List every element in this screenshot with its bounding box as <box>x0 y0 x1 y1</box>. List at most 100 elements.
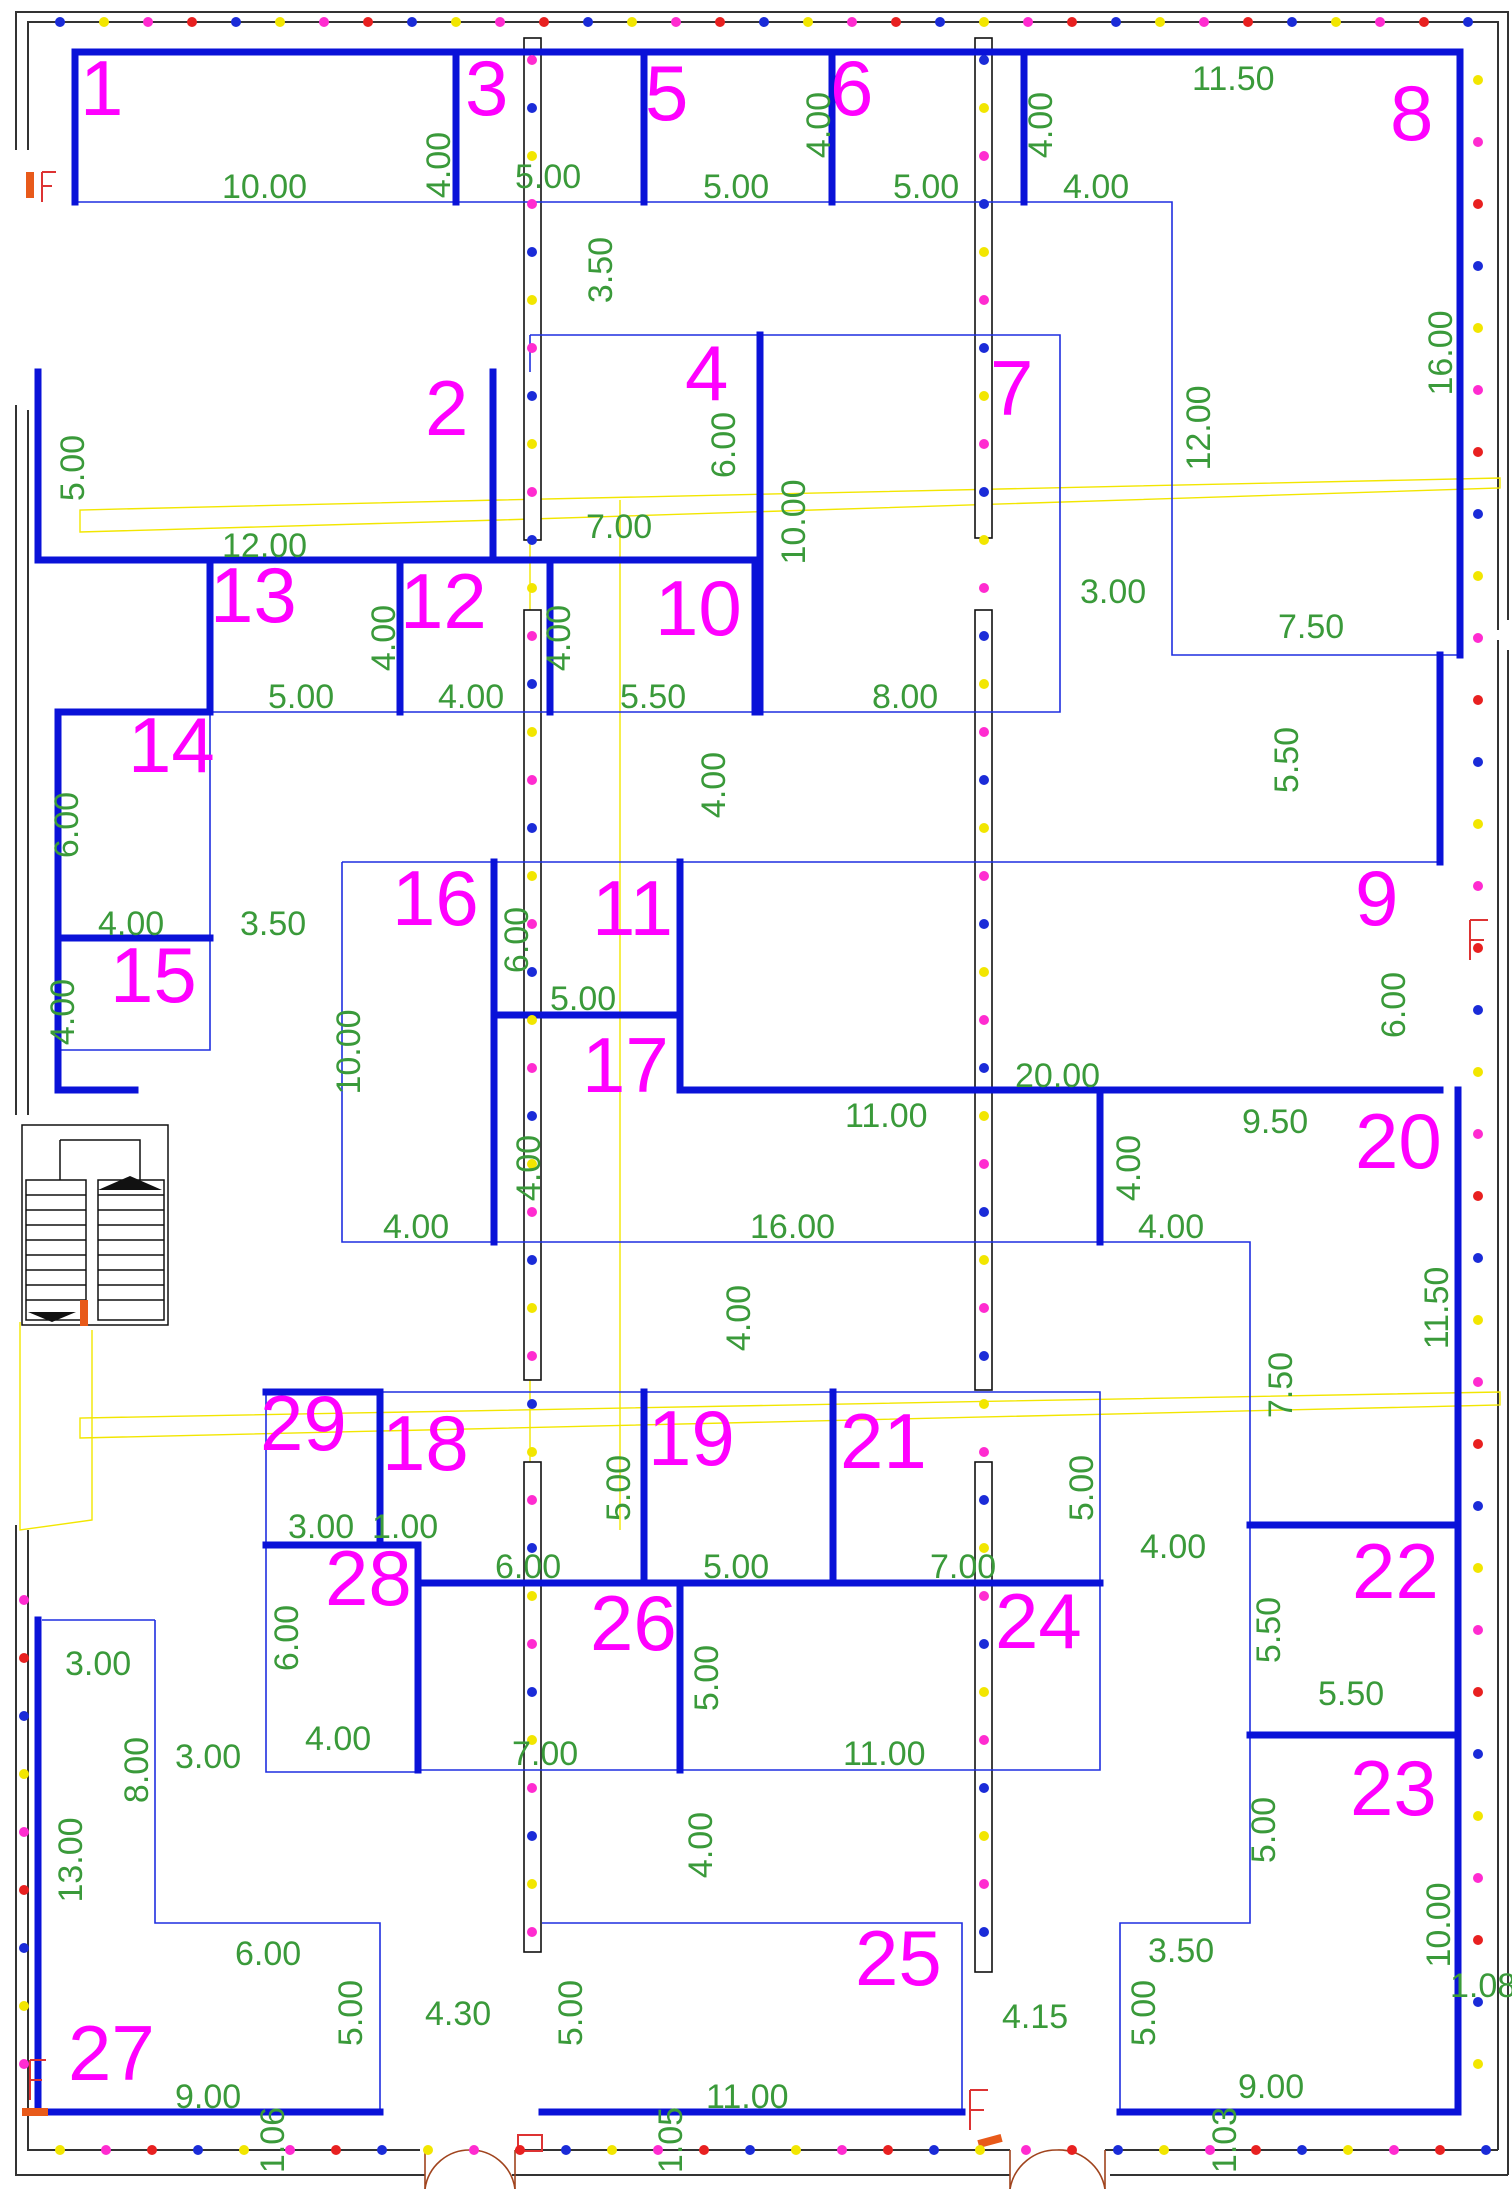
dimension-label: 7.50 <box>1278 608 1344 646</box>
fixture-dot <box>527 583 537 593</box>
fixture-dot <box>1473 819 1483 829</box>
fixture-dot <box>331 2145 341 2155</box>
booth-number: 2 <box>425 364 468 452</box>
fixture-dot <box>1159 2145 1169 2155</box>
dimension-label: 4.00 <box>1022 92 1060 158</box>
dimension-label: 6.00 <box>48 792 86 858</box>
dimension-label: 4.00 <box>305 1720 371 1758</box>
fixture-dot <box>527 1495 537 1505</box>
booth-number: 9 <box>1355 854 1398 942</box>
dimension-label: 3.00 <box>65 1645 131 1683</box>
fixture-dot <box>527 55 537 65</box>
fixture-dot <box>1473 2059 1483 2069</box>
fixture-dot <box>1473 1253 1483 1263</box>
fixture-dot <box>1473 1563 1483 1573</box>
fixture-dot <box>101 2145 111 2155</box>
fixture-dot <box>979 1207 989 1217</box>
dimension-label: 4.00 <box>1110 1135 1148 1201</box>
fixture-dot <box>1435 2145 1445 2155</box>
fixture-dot <box>979 775 989 785</box>
fixture-dot <box>527 151 537 161</box>
fixture-dot <box>527 1111 537 1121</box>
fixture-dot <box>143 17 153 27</box>
dimension-label: 1.08 <box>1450 1967 1512 2005</box>
dimension-label: 5.00 <box>515 158 581 196</box>
fixture-dot <box>979 391 989 401</box>
fixture-dot <box>979 1159 989 1169</box>
fixture-dot <box>1473 1811 1483 1821</box>
fixture-dot <box>539 17 549 27</box>
dimension-label: 1.00 <box>372 1508 438 1546</box>
fixture-dot <box>1287 17 1297 27</box>
fixture-dot <box>495 17 505 27</box>
dimension-label: 6.00 <box>1375 972 1413 1038</box>
booth-number: 3 <box>465 44 508 132</box>
fixture-dot <box>1473 1439 1483 1449</box>
fixture-dot <box>1473 757 1483 767</box>
dimension-label: 12.00 <box>222 527 307 565</box>
booth-number: 5 <box>645 49 688 137</box>
fixture-dot <box>847 17 857 27</box>
fixture-dot <box>527 775 537 785</box>
fixture-dot <box>527 1351 537 1361</box>
fixture-dot <box>527 727 537 737</box>
fixture-dot <box>407 17 417 27</box>
dimension-label: 5.00 <box>332 1980 370 2046</box>
fixture-dot <box>1473 1129 1483 1139</box>
booth-number: 24 <box>995 1577 1082 1665</box>
dimension-label: 10.00 <box>222 168 307 206</box>
fixture-dot <box>147 2145 157 2155</box>
dimension-label: 4.00 <box>540 605 578 671</box>
fixture-dot <box>979 535 989 545</box>
dimension-label: 3.50 <box>582 237 620 303</box>
dimension-label: 5.00 <box>552 1980 590 2046</box>
fixture-dot <box>527 1783 537 1793</box>
booth-number: 18 <box>382 1399 469 1487</box>
dimension-label: 3.00 <box>288 1508 354 1546</box>
dimension-label: 5.00 <box>1063 1455 1101 1521</box>
fixture-dot <box>979 1063 989 1073</box>
booth-number: 6 <box>830 44 873 132</box>
booth-number: 20 <box>1355 1097 1442 1185</box>
fixture-dot <box>527 1207 537 1217</box>
fixture-dot <box>99 17 109 27</box>
dimension-label: 6.00 <box>498 907 536 973</box>
fixture-dot <box>527 679 537 689</box>
fixture-dot <box>979 967 989 977</box>
fixture-dot <box>979 1447 989 1457</box>
fixture-dot <box>979 439 989 449</box>
dimension-label: 4.00 <box>1063 168 1129 206</box>
booth-number: 28 <box>325 1534 412 1622</box>
fixture-dot <box>527 1159 537 1169</box>
dimension-label: 4.00 <box>682 1812 720 1878</box>
fixture-dot <box>1067 17 1077 27</box>
fixture-dot <box>527 1687 537 1697</box>
fixture-dot <box>1021 2145 1031 2155</box>
fixture-dot <box>1473 1873 1483 1883</box>
dimension-label: 12.00 <box>1180 385 1218 470</box>
fixture-dot <box>1375 17 1385 27</box>
fixture-dot <box>527 1879 537 1889</box>
fixture-dot <box>1199 17 1209 27</box>
fixture-dot <box>979 631 989 641</box>
fixture-dot <box>319 17 329 27</box>
dimension-label: 4.00 <box>438 678 504 716</box>
fixture-dot <box>19 1653 29 1663</box>
booth-walls <box>34 48 1464 2116</box>
dimension-label: 8.00 <box>118 1737 156 1803</box>
fixture-dot <box>891 17 901 27</box>
fixture-dot <box>1473 447 1483 457</box>
fixture-dot <box>527 1543 537 1553</box>
fixture-dot <box>527 1303 537 1313</box>
fixture-dot <box>527 247 537 257</box>
fixture-dot <box>363 17 373 27</box>
fixture-dot <box>1473 323 1483 333</box>
fixture-dot <box>975 2145 985 2155</box>
dimension-label: 5.00 <box>550 980 616 1018</box>
fixture-dot <box>803 17 813 27</box>
fixture-dot <box>1473 1687 1483 1697</box>
dimension-label: 4.15 <box>1002 1998 1068 2036</box>
dimension-label: 9.00 <box>175 2078 241 2116</box>
fixture-dot <box>527 439 537 449</box>
fixture-dot <box>527 487 537 497</box>
